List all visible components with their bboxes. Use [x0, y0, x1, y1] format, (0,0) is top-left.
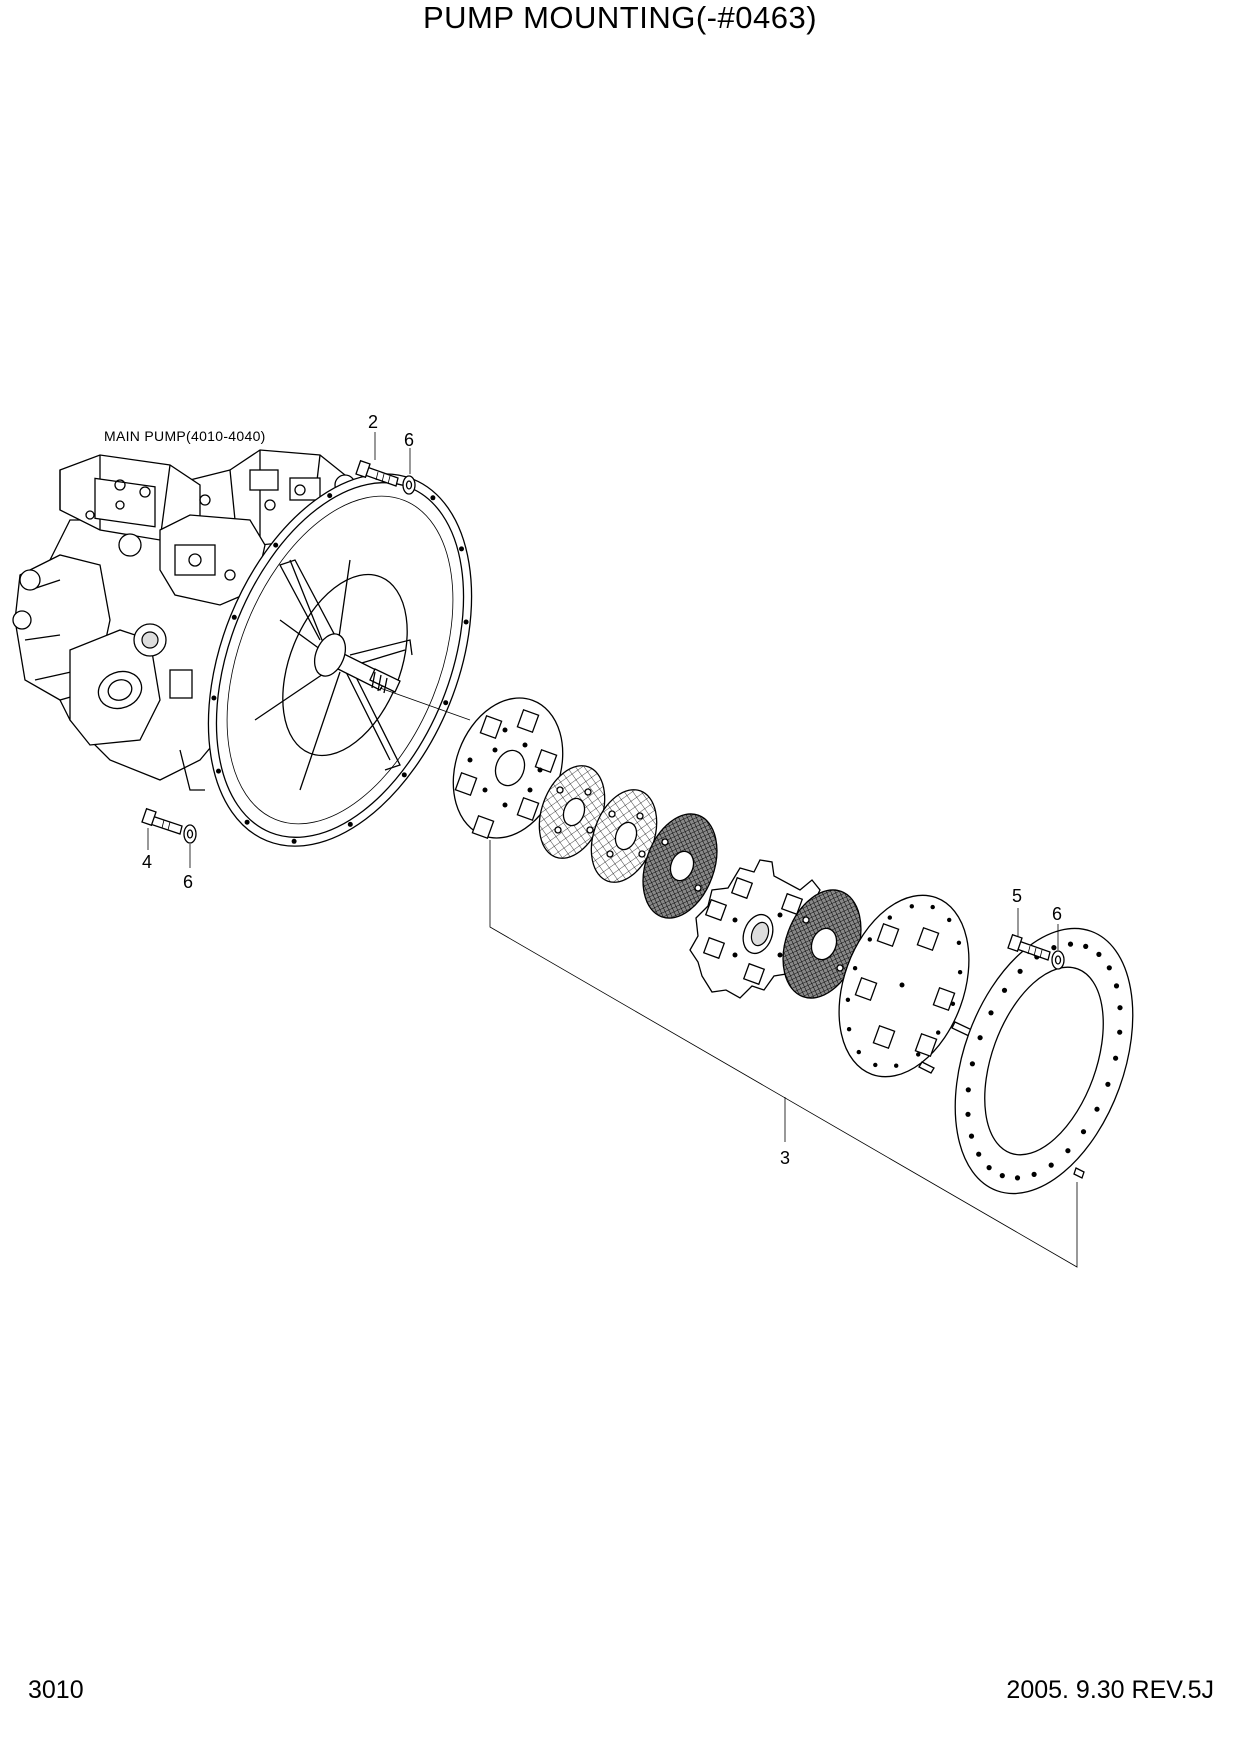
page-title: PUMP MOUNTING(-#0463) [422, 0, 818, 35]
bolt-hole [1014, 1175, 1021, 1181]
bolt-hole [887, 915, 892, 920]
flywheel-housing-icon [207, 473, 473, 847]
washer-icon [402, 475, 416, 495]
bolt-hole [291, 838, 297, 844]
bolt-hole [430, 495, 436, 501]
leader-lines-top [374, 432, 411, 474]
callout-2: 2 [368, 412, 379, 432]
bolt-hole [1017, 968, 1023, 974]
bolt-hole [957, 970, 963, 975]
callout-4: 4 [142, 852, 153, 872]
bolt-hole [956, 940, 962, 945]
bolt-hole [211, 695, 217, 701]
bolt-hole [947, 917, 952, 923]
flywheel-plate-icon [838, 894, 970, 1078]
bolt-hole [999, 1173, 1005, 1179]
bolt-hole [867, 937, 872, 942]
bolt-hole [977, 1035, 983, 1041]
bolt-icon [355, 459, 399, 487]
callout-5: 5 [1012, 886, 1023, 906]
bolt-hole [1113, 983, 1120, 989]
bolt-hole [894, 1063, 899, 1068]
bolt-hole [950, 1001, 956, 1006]
revision-date: 2005. 9.30 REV.5J [1006, 1676, 1214, 1704]
shaft-centerline [379, 687, 471, 721]
bolt-hole [1096, 951, 1102, 958]
bolt-hole [1083, 943, 1089, 950]
bolt-hole [873, 1062, 878, 1068]
bolt-hole [965, 1111, 971, 1117]
leader-lines-left [147, 828, 191, 868]
friction-disc-icon [590, 789, 658, 883]
coupling-plate-icon [452, 697, 564, 840]
washer-icon [1051, 950, 1065, 970]
page-number: 3010 [28, 1676, 84, 1704]
bolt-hole [216, 768, 221, 774]
bolt-hole [327, 493, 333, 499]
bolt-hole [845, 997, 851, 1002]
bolt-hole [463, 619, 469, 625]
washer-icon [183, 824, 197, 844]
bolt-hole [1113, 1055, 1119, 1061]
bolt-hole [1106, 965, 1112, 971]
friction-disc-icon [538, 765, 606, 859]
callout-6-top: 6 [404, 430, 415, 450]
bolt-hole [459, 546, 464, 552]
bolt-hole [976, 1151, 982, 1157]
bolt-hole [1117, 1005, 1123, 1011]
main-pump-label: MAIN PUMP(4010-4040) [104, 428, 266, 444]
bolt-hole [1105, 1081, 1111, 1087]
bolt-hole [1051, 945, 1057, 951]
bolt-hole [986, 1165, 992, 1171]
bolt-icon [1007, 933, 1051, 961]
bolt-hole [244, 819, 250, 825]
bolt-hole [916, 1052, 921, 1057]
bolt-hole [965, 1087, 971, 1093]
bolt-hole [968, 1133, 975, 1139]
bolt-hole [1031, 1171, 1037, 1177]
bolt-hole [930, 904, 935, 910]
bolt-hole [231, 614, 237, 620]
bolt-icon [1073, 1167, 1085, 1179]
friction-disc-icon [642, 813, 718, 919]
bolt-hole [273, 542, 279, 548]
bolt-hole [1094, 1106, 1100, 1112]
assembly-bracket-3 [489, 840, 1078, 1268]
bolt-hole [1080, 1129, 1087, 1135]
bolt-hole [1001, 987, 1008, 993]
bolt-hole [347, 821, 353, 827]
bolt-hole [443, 700, 449, 706]
callout-6-right: 6 [1052, 904, 1063, 924]
friction-disc-icon [782, 889, 862, 999]
callout-6-left: 6 [183, 872, 194, 892]
callout-3: 3 [780, 1148, 791, 1168]
leader-lines-right [1017, 908, 1059, 950]
bolt-hole [1048, 1162, 1054, 1168]
bolt-hole [1065, 1148, 1071, 1154]
bolt-hole [988, 1010, 994, 1016]
bolt-hole [1117, 1029, 1123, 1035]
flywheel-plate-icon [954, 927, 1134, 1195]
bolt-hole [856, 1049, 861, 1055]
main-pump-icon [12, 449, 356, 791]
bolt-hole [936, 1030, 941, 1035]
bolt-hole [969, 1061, 976, 1067]
bolt-hole [1067, 941, 1074, 947]
bolt-hole [909, 904, 914, 909]
bolt-icon [141, 807, 183, 835]
bolt-hole [401, 772, 407, 778]
bolt-hole [846, 1027, 852, 1032]
bolt-hole [852, 966, 858, 971]
